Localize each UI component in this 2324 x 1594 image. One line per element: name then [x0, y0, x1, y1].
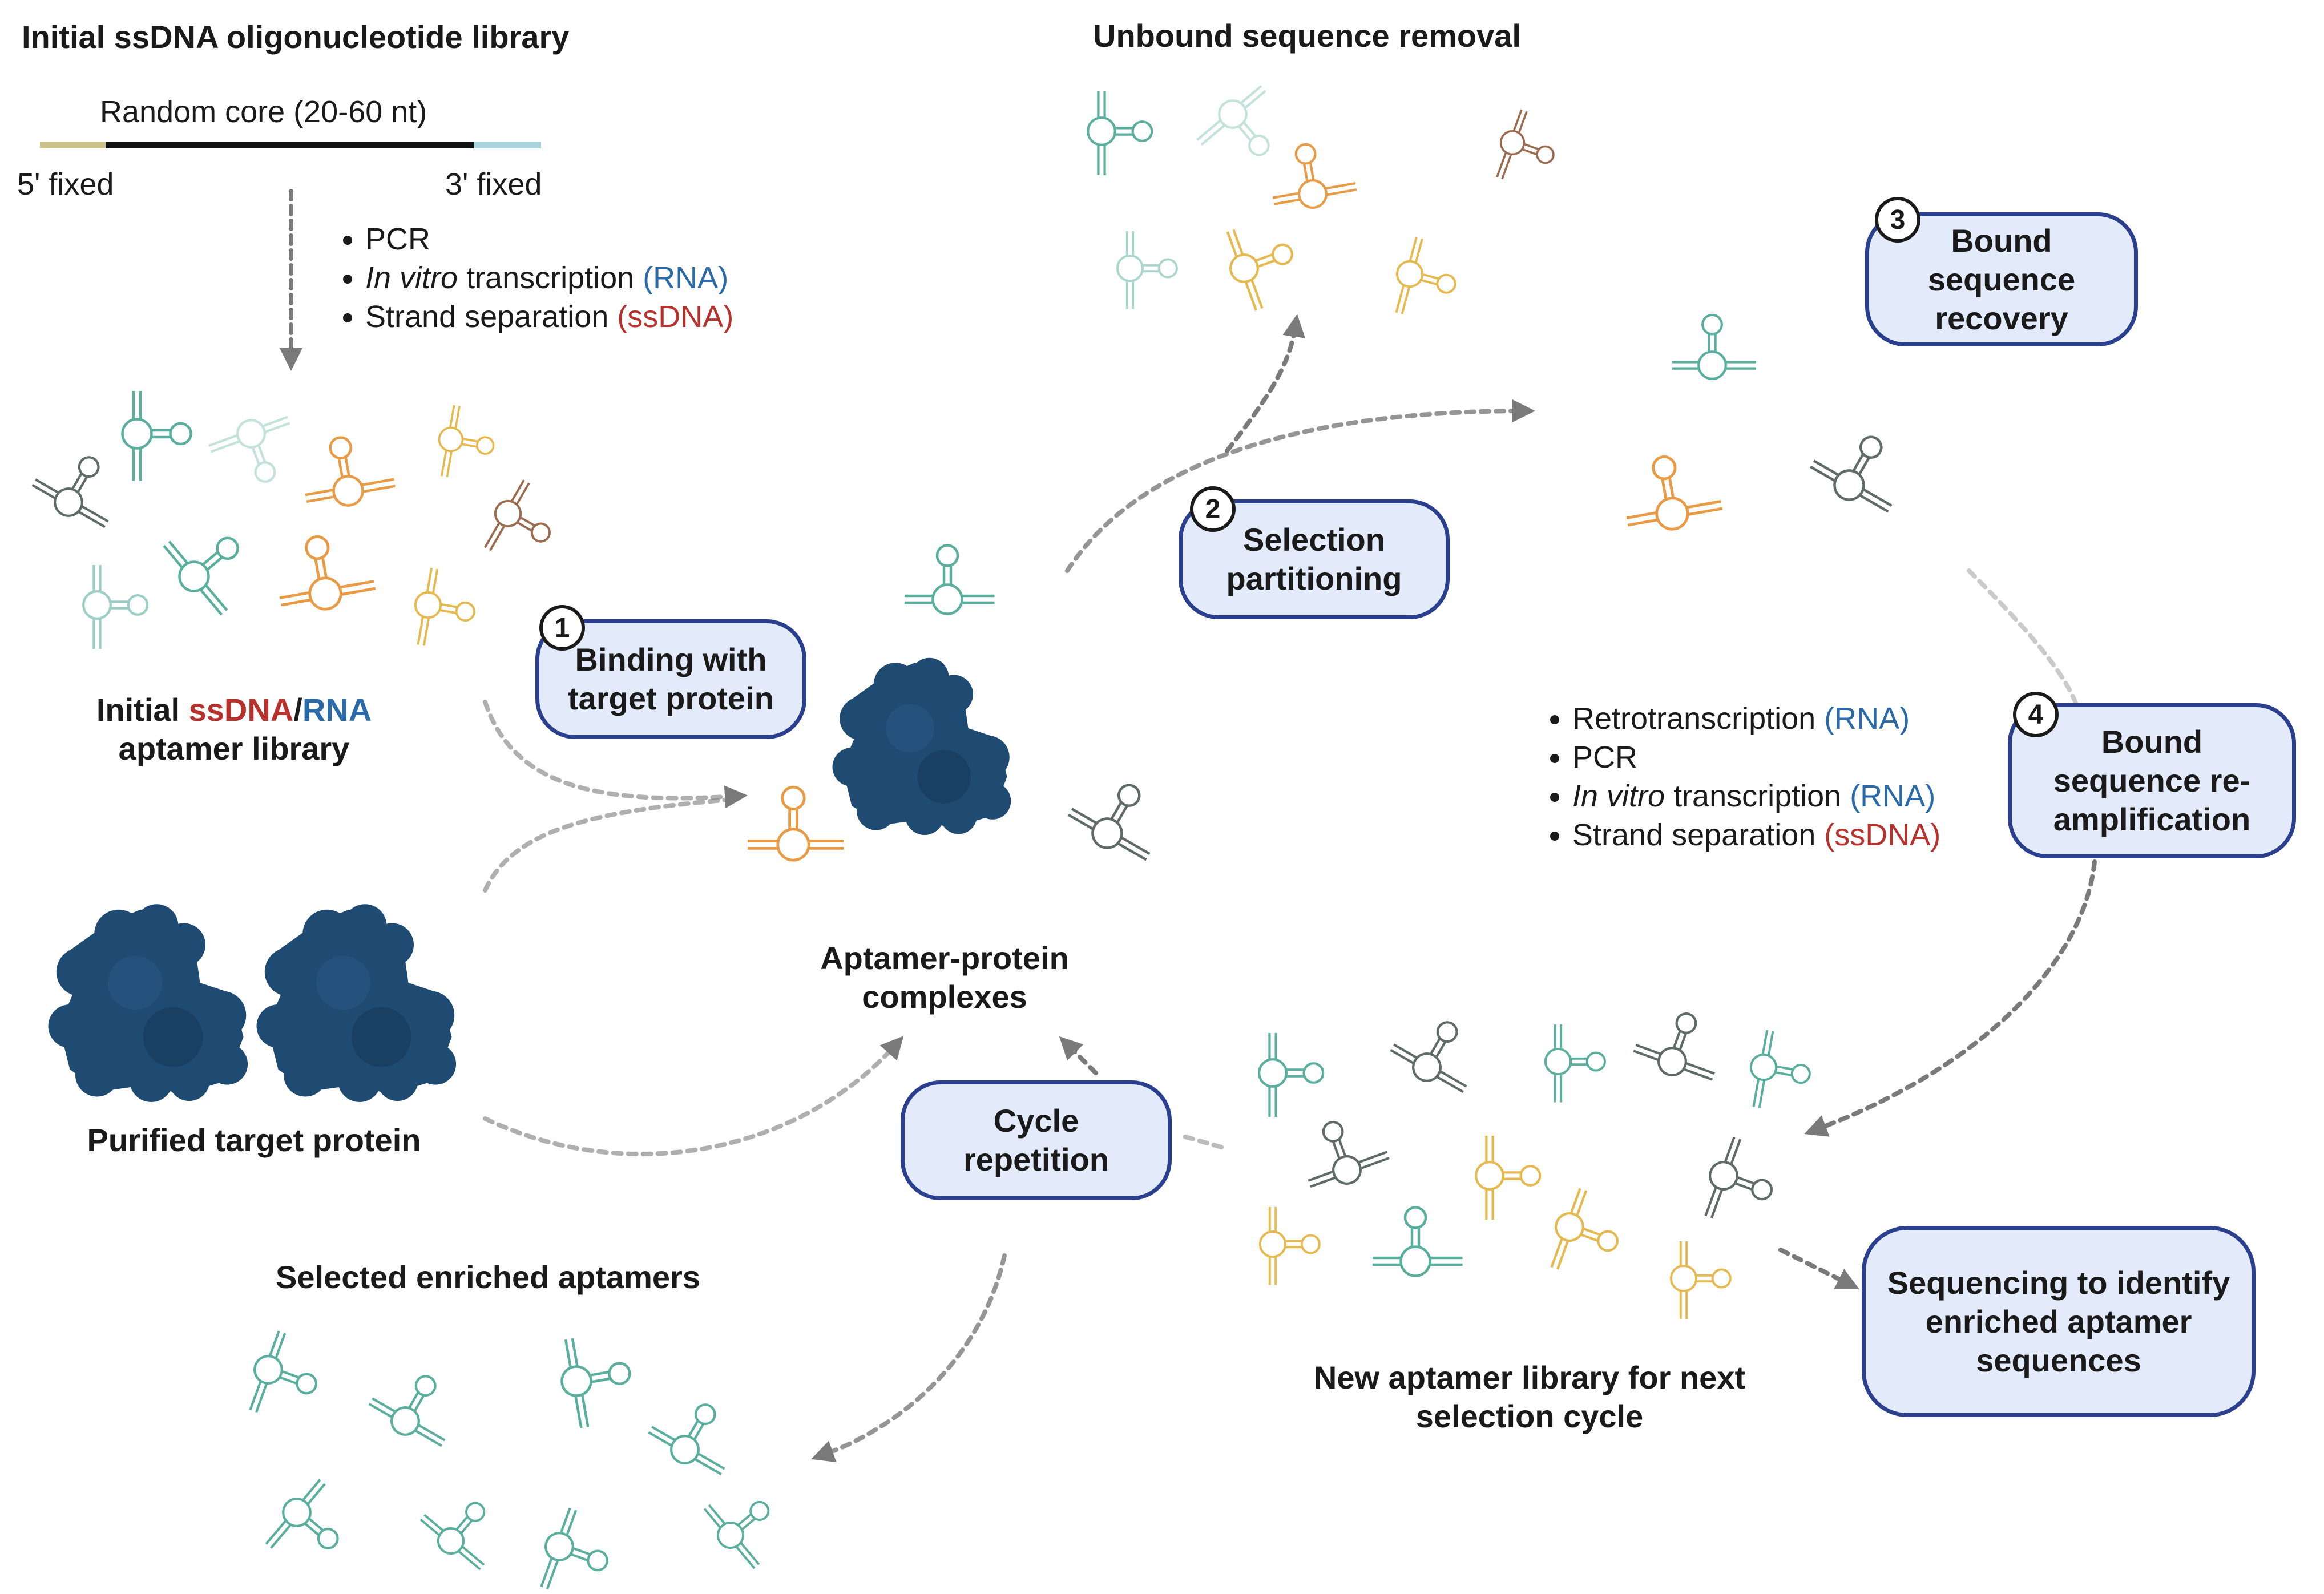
prep-step: PCR — [365, 220, 733, 259]
aptamer-icon — [1626, 455, 1723, 531]
reamp-step: PCR — [1572, 738, 1940, 777]
step-number-badge: 1 — [539, 605, 585, 651]
aptamer-icon — [1475, 1136, 1542, 1220]
aptamer-icon — [1258, 1206, 1321, 1285]
step-number-badge: 2 — [1190, 486, 1236, 532]
protein-icon-1 — [48, 904, 248, 1102]
three-prime-label: 3' fixed — [445, 167, 542, 201]
aptamer-icon — [1373, 1206, 1463, 1277]
five-prime-label: 5' fixed — [17, 167, 114, 201]
prep-step: Strand separation (ssDNA) — [365, 297, 733, 336]
aptamer-icon — [419, 1502, 486, 1571]
aptamer-icon — [648, 1403, 725, 1476]
aptamer-icon — [540, 1507, 608, 1589]
aptamer-icon — [265, 1479, 339, 1549]
enriched-aptamers-label: Selected enriched aptamers — [276, 1259, 700, 1295]
reamp-step: Retrotranscription (RNA) — [1572, 699, 1940, 738]
aptamer-icon — [1550, 1188, 1619, 1270]
aptamer-icon — [1272, 143, 1357, 209]
aptamer-icon — [121, 391, 192, 481]
flow-arrows — [280, 189, 2097, 1463]
library-prep-list: PCR In vitro transcription (RNA) Strand … — [325, 220, 733, 336]
library-title: Initial ssDNA oligonucleotide library — [22, 19, 570, 55]
random-core-label: Random core (20-60 nt) — [100, 95, 427, 129]
aptamer-icon — [414, 567, 475, 646]
target-protein-label: Purified target protein — [87, 1122, 421, 1158]
aptamer-icon — [1749, 1030, 1811, 1108]
reamp-step: In vitro transcription (RNA) — [1572, 777, 1940, 816]
aptamer-icons — [31, 85, 1893, 1589]
aptamer-icon — [560, 1338, 631, 1428]
aptamer-icon — [1067, 784, 1151, 861]
aptamer-icon — [484, 479, 551, 551]
aptamer-icon — [279, 535, 376, 611]
aptamer-icon — [1390, 1021, 1467, 1093]
aptamer-icon — [438, 405, 495, 478]
aptamer-icon — [1704, 1136, 1773, 1218]
aptamer-icon — [1672, 313, 1756, 380]
protein-complex-icon — [832, 657, 1011, 835]
step-number-badge: 4 — [2013, 692, 2059, 737]
aptamer-icon — [747, 785, 844, 862]
aptamer-icon — [1116, 231, 1178, 309]
aptamer-icon — [1496, 109, 1555, 180]
unbound-removal-label: Unbound sequence removal — [1093, 18, 1521, 54]
aptamer-icon — [905, 544, 995, 615]
aptamer-icon — [1196, 85, 1270, 156]
protein-icon-2 — [256, 904, 457, 1102]
aptamer-icon — [703, 1500, 770, 1569]
initial-library-label: Initial ssDNA/RNA aptamer library — [96, 692, 372, 766]
aptamer-icon — [1258, 1033, 1325, 1117]
aptamer-icon — [1308, 1121, 1390, 1188]
aptamer-icon — [305, 436, 396, 507]
aptamer-icon — [208, 415, 290, 483]
aptamer-icon — [1395, 237, 1456, 314]
prep-step: In vitro transcription (RNA) — [365, 259, 733, 297]
aptamer-icon — [1809, 435, 1893, 513]
reamp-step: Strand separation (ssDNA) — [1572, 816, 1940, 854]
aptamer-icon — [249, 1330, 317, 1413]
reamplification-list: Retrotranscription (RNA) PCR In vitro tr… — [1532, 699, 1940, 854]
aptamer-icon — [1633, 1012, 1715, 1081]
aptamer-icon — [1669, 1241, 1732, 1319]
aptamer-icon — [1226, 229, 1293, 311]
step-number-badge: 3 — [1875, 197, 1920, 243]
aptamer-icon — [1087, 91, 1153, 175]
aptamer-icon — [368, 1375, 446, 1447]
aptamer-icon — [1544, 1024, 1606, 1103]
aptamer-icon — [163, 536, 239, 616]
aptamer-icon — [31, 456, 109, 528]
aptamer-icon — [82, 565, 149, 649]
